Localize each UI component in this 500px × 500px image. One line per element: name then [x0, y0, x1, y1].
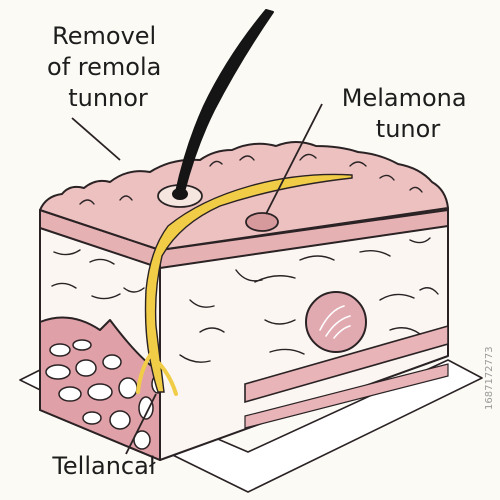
right-pink-band-2 — [244, 363, 449, 429]
stock-id-text: 1687172773 — [484, 346, 495, 410]
nerve-fiber — [144, 173, 353, 393]
skin-ridges — [79, 153, 423, 205]
removal-pointer-line — [71, 117, 121, 161]
melanoma-label: Melamona tunor — [342, 84, 474, 143]
removal-label: Removel of remola tunnor — [47, 22, 169, 112]
dermis-fibers — [179, 237, 439, 363]
right-pink-band-1 — [244, 324, 449, 404]
nerve-branch — [136, 350, 178, 396]
nerve-label: Tellancał — [51, 452, 156, 480]
nerve-pointer-line — [125, 393, 157, 455]
melanoma-label-line-1: Melamona — [342, 84, 467, 112]
melanoma-label-line-2: tunor — [376, 115, 441, 143]
melanoma-pointer-line — [265, 103, 323, 215]
removal-label-line-3: tunnor — [68, 84, 148, 112]
left-fibers — [51, 249, 145, 300]
removal-label-line-2: of remola — [47, 53, 161, 81]
removal-label-line-1: Removel — [52, 22, 156, 50]
dermal-tumor — [305, 291, 367, 353]
melanoma-spot — [245, 212, 279, 232]
hair-bulb — [172, 188, 188, 200]
